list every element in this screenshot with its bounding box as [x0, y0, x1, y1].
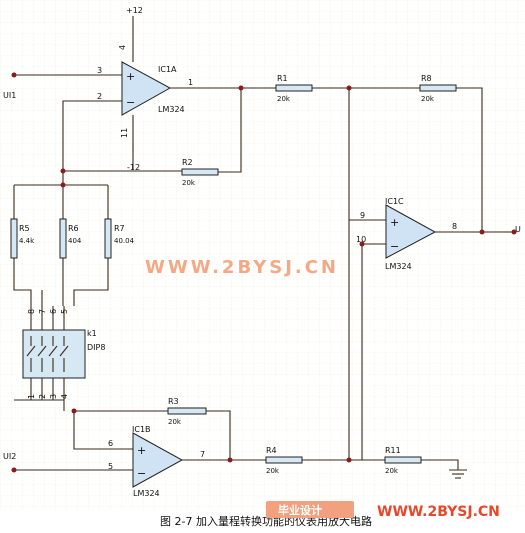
ic1c-pin10: 10 [356, 235, 366, 244]
svg-text:R2: R2 [182, 158, 193, 167]
svg-text:4.4k: 4.4k [19, 237, 35, 245]
brand-badge: 毕业设计 [278, 503, 322, 517]
resistor-r2: R2 20k [181, 158, 219, 187]
svg-text:R6: R6 [68, 224, 79, 233]
svg-text:404: 404 [68, 237, 82, 245]
minus-sign: − [390, 240, 399, 253]
op-amp-ic1b: + − IC1B LM324 6 5 7 [108, 425, 205, 498]
svg-text:R11: R11 [385, 446, 401, 455]
resistor-r4: R4 20k [265, 446, 303, 475]
svg-text:5: 5 [60, 309, 69, 314]
svg-text:20k: 20k [266, 467, 280, 475]
resistor-r1: R1 20k [275, 74, 313, 103]
ic1c-pin9: 9 [360, 211, 365, 220]
input-ui2-label: UI2 [3, 452, 16, 461]
resistor-r11: R11 20k [384, 446, 422, 475]
svg-text:8: 8 [27, 309, 36, 314]
resistor-r8: R8 20k [419, 74, 457, 103]
svg-text:40.04: 40.04 [114, 237, 135, 245]
ic1b-ref: IC1B [132, 425, 151, 434]
grid-background [0, 0, 525, 510]
svg-text:R8: R8 [421, 74, 432, 83]
svg-text:3: 3 [49, 394, 58, 399]
svg-text:20k: 20k [182, 179, 196, 187]
ic1a-pin4: 4 [118, 45, 127, 50]
ic1a-pin1: 1 [188, 78, 193, 87]
svg-text:1: 1 [27, 394, 36, 399]
dip-ref: k1 [87, 329, 97, 338]
svg-text:20k: 20k [421, 95, 435, 103]
plus-sign: + [137, 444, 146, 457]
watermark-text: WWW.2BYSJ.CN [145, 257, 339, 278]
minus-sign: − [137, 467, 146, 480]
op-amp-ic1c: + − IC1C LM324 9 10 8 [356, 197, 457, 271]
svg-text:R4: R4 [266, 446, 277, 455]
svg-text:7: 7 [38, 309, 47, 314]
plus-sign: + [390, 216, 399, 229]
svg-text:R3: R3 [168, 397, 179, 406]
ic1c-pin8: 8 [452, 222, 457, 231]
junctions [11, 72, 517, 473]
ic1b-model: LM324 [133, 489, 160, 498]
svg-text:R7: R7 [114, 224, 125, 233]
output-u-label: U [515, 225, 521, 234]
input-ui1-label: UI1 [3, 91, 16, 100]
dip-switch-k1: k1 DIP8 8 7 6 5 1 2 3 4 [22, 309, 105, 399]
ic1a-pin3: 3 [97, 66, 102, 75]
supply-positive: +12 [126, 6, 143, 15]
ic1a-pin2: 2 [97, 92, 102, 101]
supply-negative: -12 [127, 163, 140, 172]
plus-sign: + [126, 70, 135, 83]
svg-text:4: 4 [60, 394, 69, 399]
svg-text:20k: 20k [385, 467, 399, 475]
minus-sign: − [126, 96, 135, 109]
ic1a-model: LM324 [158, 105, 185, 114]
ic1b-pin7: 7 [200, 450, 205, 459]
ic1a-ref: IC1A [158, 65, 177, 74]
ic1c-model: LM324 [385, 262, 412, 271]
resistor-r3: R3 20k [167, 397, 207, 426]
svg-text:R5: R5 [19, 224, 30, 233]
ic1b-pin6: 6 [108, 439, 113, 448]
resistor-r5: R5 4.4k [10, 218, 35, 259]
ic1a-pin11: 11 [120, 128, 129, 138]
op-amp-ic1a: + − IC1A LM324 3 2 1 4 11 +12 -12 [97, 6, 193, 172]
ic1b-pin5: 5 [108, 462, 113, 471]
svg-text:2: 2 [38, 394, 47, 399]
svg-text:20k: 20k [277, 95, 291, 103]
svg-text:6: 6 [49, 309, 58, 314]
svg-text:20k: 20k [168, 418, 182, 426]
resistor-r7: R7 40.04 [104, 218, 135, 259]
dip-model: DIP8 [87, 343, 105, 352]
svg-text:R1: R1 [277, 74, 288, 83]
ic1c-ref: IC1C [385, 197, 404, 206]
footer-background [0, 510, 525, 533]
footer-brand: 毕业设计 WWW.2BYSJ.CN [266, 501, 500, 520]
brand-site: WWW.2BYSJ.CN [377, 504, 500, 520]
resistor-r6: R6 404 [59, 218, 82, 259]
